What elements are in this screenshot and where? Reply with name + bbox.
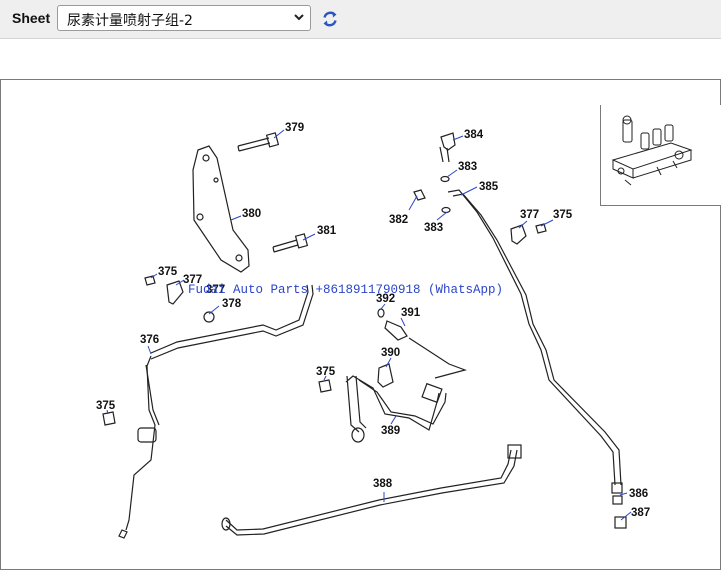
- callout-377: 377: [183, 274, 202, 286]
- callout-392: 392: [376, 293, 395, 305]
- callout-377: 377: [206, 284, 225, 296]
- callout-385: 385: [479, 181, 499, 193]
- callout-379: 379: [285, 122, 304, 134]
- watermark-text: Fudai Auto Parts +8618911790918 (WhatsAp…: [188, 283, 503, 297]
- callout-387: 387: [631, 507, 650, 519]
- callout-378: 378: [222, 298, 242, 310]
- callout-375: 375: [316, 366, 336, 378]
- callout-383: 383: [424, 222, 443, 234]
- callout-389: 389: [381, 425, 400, 437]
- chevron-down-icon: [294, 14, 304, 21]
- callout-388: 388: [373, 478, 393, 490]
- toolbar: Sheet 尿素计量喷射子组-2: [0, 0, 721, 39]
- callout-375: 375: [96, 400, 116, 412]
- sheet-label: Sheet: [12, 10, 51, 26]
- callout-377: 377: [520, 209, 539, 221]
- assembly-thumbnail-drawing: [611, 115, 693, 186]
- assembly-thumbnail: [600, 105, 721, 206]
- refresh-icon[interactable]: [320, 9, 340, 29]
- sheet-select-value: 尿素计量喷射子组-2: [67, 13, 193, 29]
- callout-375: 375: [553, 209, 573, 221]
- callout-391: 391: [401, 307, 421, 319]
- callout-382: 382: [389, 214, 408, 226]
- callout-386: 386: [629, 488, 648, 500]
- callout-383: 383: [458, 161, 477, 173]
- callout-376: 376: [140, 334, 159, 346]
- sheet-select[interactable]: 尿素计量喷射子组-2: [57, 5, 311, 31]
- part-drawings: [102, 132, 627, 539]
- callout-380: 380: [242, 208, 261, 220]
- parts-diagram: 379 380 381 375 377 377 378 376 375 384 …: [0, 79, 721, 570]
- callout-381: 381: [317, 225, 337, 237]
- callout-384: 384: [464, 129, 484, 141]
- diagram-canvas: 379 380 381 375 377 377 378 376 375 384 …: [96, 122, 650, 539]
- callout-390: 390: [381, 347, 400, 359]
- leader-lines: [106, 129, 632, 521]
- callout-labels: 379 380 381 375 377 377 378 376 375 384 …: [96, 122, 650, 519]
- callout-375: 375: [158, 266, 178, 278]
